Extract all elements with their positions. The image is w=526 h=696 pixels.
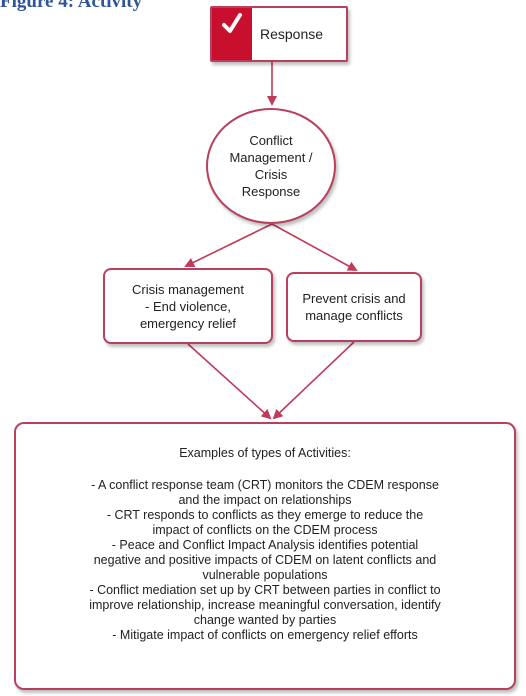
list-item: - A conflict response team (CRT) monitor… [91,478,439,507]
examples-box: Examples of types of Activities: - A con… [14,422,516,690]
checkmark-icon [212,8,252,60]
arrow-left-to-examples [187,343,272,420]
crisis-management-label: Crisis management - End violence, emerge… [132,281,244,331]
list-item: - Peace and Conflict Impact Analysis ide… [93,538,437,582]
crisis-management-box: Crisis management - End violence, emerge… [103,268,273,344]
list-item: - Conflict mediation set up by CRT betwe… [89,583,441,627]
arrow-center-to-left [184,223,273,267]
arrow-right-to-examples [272,341,355,420]
conflict-management-node: Conflict Management / Crisis Response [206,108,336,224]
examples-list: - A conflict response team (CRT) monitor… [16,478,514,643]
prevent-crisis-box: Prevent crisis and manage conflicts [286,272,422,342]
response-label: Response [260,26,324,42]
list-item: - CRT responds to conflicts as they emer… [106,508,424,537]
list-item: - Mitigate impact of conflicts on emerge… [112,628,418,642]
arrow-center-to-right [271,223,358,271]
conflict-management-label: Conflict Management / Crisis Response [229,133,313,199]
figure-caption: Figure 4: Activity [0,0,143,12]
prevent-crisis-label: Prevent crisis and manage conflicts [302,291,406,323]
response-box: Response [210,6,348,62]
examples-title: Examples of types of Activities: [179,446,351,460]
